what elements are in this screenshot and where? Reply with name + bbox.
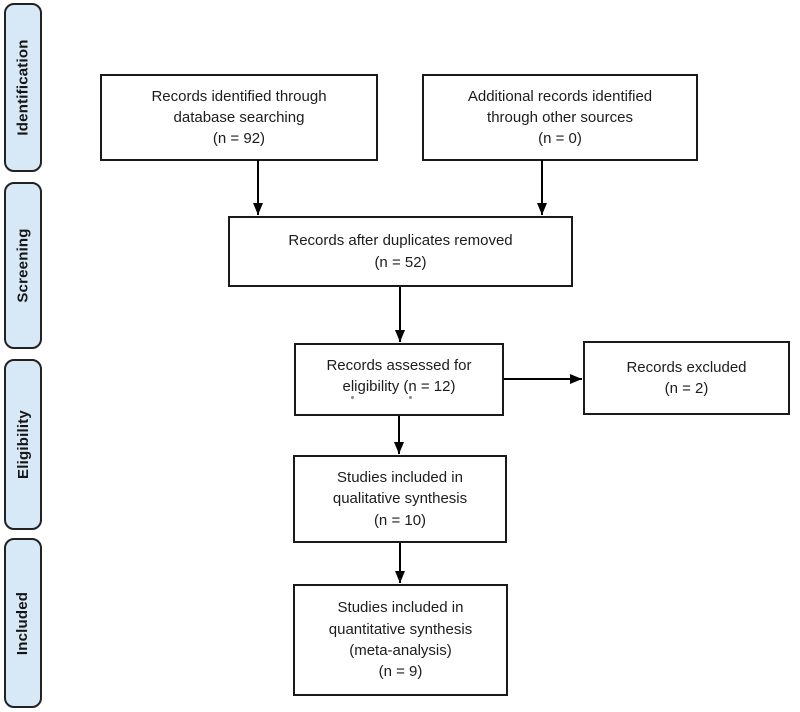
- clipped-text-dot: [409, 396, 412, 399]
- stage-identification: Identification: [4, 3, 42, 172]
- stage-eligibility: Eligibility: [4, 359, 42, 530]
- clipped-text-dot: [351, 396, 354, 399]
- box-quantitative-synthesis: Studies included in quantitative synthes…: [293, 584, 508, 696]
- stage-screening: Screening: [4, 182, 42, 349]
- stage-included: Included: [4, 538, 42, 708]
- stage-screening-label: Screening: [14, 228, 32, 303]
- box-assessed-eligibility: Records assessed for eligibility (n = 12…: [294, 343, 504, 416]
- stage-included-label: Included: [14, 591, 32, 655]
- stage-identification-label: Identification: [14, 39, 32, 136]
- box-records-identified: Records identified through database sear…: [100, 74, 378, 161]
- stage-eligibility-label: Eligibility: [14, 410, 32, 479]
- box-qualitative-synthesis: Studies included in qualitative synthesi…: [293, 455, 507, 543]
- box-after-duplicates: Records after duplicates removed (n = 52…: [228, 216, 573, 287]
- box-records-excluded: Records excluded (n = 2): [583, 341, 790, 415]
- box-additional-records: Additional records identified through ot…: [422, 74, 698, 161]
